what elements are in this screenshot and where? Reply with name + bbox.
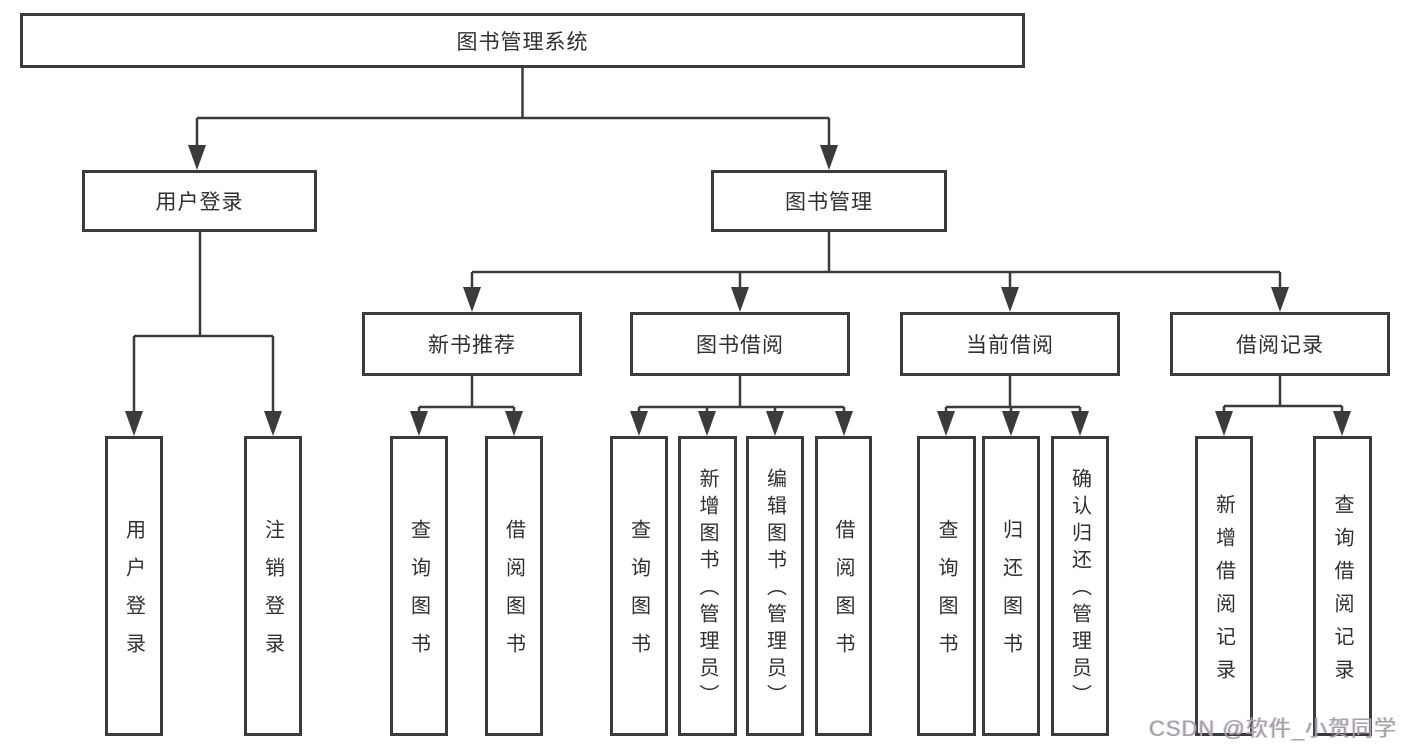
node-label: 当前借阅 (966, 334, 1054, 357)
leaf-query-books-borrow: 查询图书 (610, 436, 668, 736)
arrowheads (125, 145, 1351, 436)
node-new-book-recommend: 新书推荐 (362, 312, 582, 376)
leaf-label: 编辑图书（管理员） (763, 468, 786, 711)
node-root-library-system: 图书管理系统 (20, 13, 1025, 68)
leaf-label: 归还图书 (999, 519, 1022, 671)
node-label: 图书管理 (785, 191, 873, 214)
node-user-login: 用户登录 (82, 170, 317, 232)
csdn-watermark: CSDN @软件_小贺同学 (1148, 716, 1397, 741)
leaf-confirm-return-admin: 确认归还（管理员） (1051, 436, 1109, 736)
leaf-label: 查询图书 (627, 519, 650, 671)
node-book-borrow: 图书借阅 (630, 312, 850, 376)
leaf-borrow-books: 借阅图书 (815, 436, 872, 736)
node-label: 图书管理系统 (456, 30, 589, 54)
leaf-label: 查询借阅记录 (1331, 493, 1353, 692)
node-label: 新书推荐 (428, 334, 516, 357)
leaf-label: 借阅图书 (502, 519, 525, 671)
leaf-return-books: 归还图书 (982, 436, 1040, 736)
leaf-query-borrow-record: 查询借阅记录 (1313, 436, 1372, 736)
leaf-label: 查询图书 (407, 519, 430, 671)
leaf-label: 确认归还（管理员） (1068, 468, 1091, 711)
node-label: 借阅记录 (1236, 334, 1324, 357)
leaf-logout: 注销登录 (244, 436, 302, 736)
leaf-label: 用户登录 (122, 519, 145, 671)
node-label: 用户登录 (155, 191, 244, 214)
leaf-label: 注销登录 (261, 519, 284, 671)
leaf-borrow-books-recommend: 借阅图书 (485, 436, 543, 736)
node-label: 图书借阅 (696, 334, 784, 357)
node-borrow-records: 借阅记录 (1170, 312, 1390, 376)
leaf-add-borrow-record: 新增借阅记录 (1195, 436, 1253, 736)
leaf-label: 新增借阅记录 (1212, 493, 1235, 692)
leaf-query-books-current: 查询图书 (917, 436, 976, 736)
leaf-add-books-admin: 新增图书（管理员） (678, 436, 737, 736)
leaf-query-books-recommend: 查询图书 (390, 436, 448, 736)
leaf-label: 查询图书 (935, 519, 957, 671)
leaf-user-login: 用户登录 (105, 436, 163, 736)
leaf-edit-books-admin: 编辑图书（管理员） (746, 436, 804, 736)
leaf-label: 借阅图书 (832, 519, 854, 671)
node-current-borrow: 当前借阅 (900, 312, 1120, 376)
leaf-label: 新增图书（管理员） (696, 468, 718, 711)
node-book-management: 图书管理 (711, 170, 947, 232)
